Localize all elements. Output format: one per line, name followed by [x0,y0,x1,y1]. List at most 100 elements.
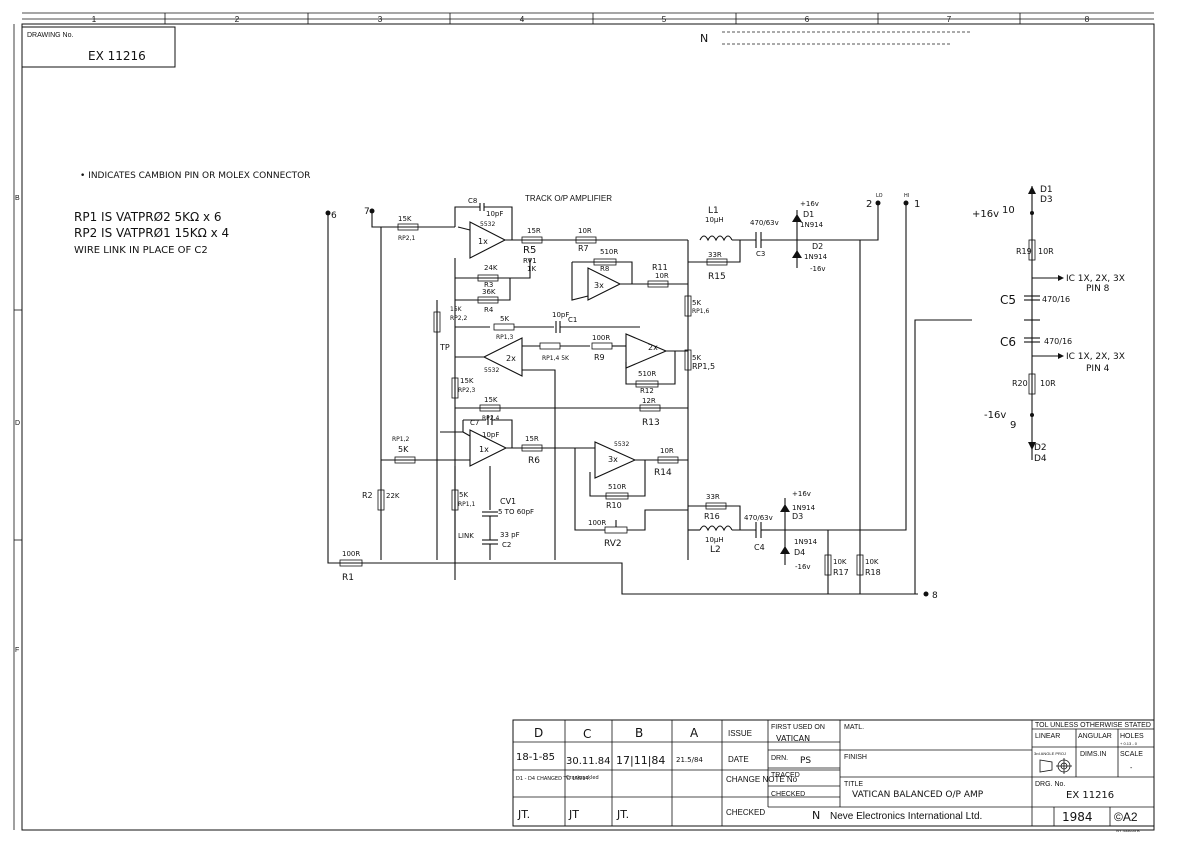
pin-2-label: 2 [866,199,872,210]
diode-d1 [792,214,802,222]
opamp-2x-right [625,333,668,369]
pin-1-label: 1 [914,199,920,210]
resistor-rp2-4 [479,404,501,412]
r15-value: 33R [708,251,722,259]
d3-supply-plus: +16v [792,490,811,498]
resistor-r5 [521,236,543,244]
supply-d1-label: D1 [1040,185,1053,195]
checked-b: JT. [616,808,629,821]
rp1-1-value: 5K [459,491,468,499]
supply-decoupling-circuit: D1 D3 +16v 10 R19 10R IC 1X, 2X, 3X PIN … [972,185,1125,464]
r2-label: R2 [362,491,373,500]
zone-label: 7 [947,15,952,24]
revision-note-scribble: N [700,31,970,45]
supply-pin-8: PIN 8 [1086,284,1110,294]
svg-text:N: N [700,32,708,45]
resistor-rp2-1 [397,223,419,231]
c3-value: 470/63v [750,219,779,227]
c8-value: 10pF [486,210,503,218]
resistor-r9 [591,342,613,350]
resistor-rp1-6 [684,295,692,317]
r20-value: 10R [1040,379,1056,388]
angular-label: ANGULAR [1078,733,1112,740]
resistor-rp1-2 [394,456,416,464]
r11-value: 10R [655,272,669,280]
r3-value: 24K [484,264,498,272]
resistor-r4 [477,296,499,304]
r17-value: 10K [833,558,847,566]
zone-label: D [15,420,20,427]
holes-label: HOLES [1120,733,1144,740]
d3-label: D3 [792,512,803,521]
r4-value: 36K [482,288,496,296]
scale-label: SCALE [1120,751,1143,758]
rp1-5-label: RP1,5 [692,362,715,371]
d1-label: D1 [803,210,814,219]
resistor-r7 [575,236,597,244]
dims-label: DIMS.IN [1080,751,1106,758]
c1-value: 10pF [552,311,569,319]
issue-c: C [583,727,591,741]
opamp-1x-bottom [469,429,508,467]
holes-tolerance: + 0.13 - 0 [1120,741,1138,746]
r5-value: 15R [527,227,541,235]
linear-label: LINEAR [1035,733,1060,740]
r9-label: R9 [594,353,605,362]
c7-label: C7 [470,419,479,427]
resistor-r18 [856,554,864,576]
cv1-label: CV1 [500,497,516,506]
date-a: 21.5/84 [676,756,703,764]
r3-label: R3 [484,281,493,289]
c2-label: C2 [502,541,511,549]
resistor-r16 [705,502,727,510]
rp1-6-label: RP1,6 [692,308,710,315]
resistor-r19 [1028,239,1036,261]
opamp-2x-left-gain: 2x [506,354,516,363]
supply-ic-bottom: IC 1X, 2X, 3X [1066,352,1125,362]
scale-value: - [1130,765,1133,772]
diode-d2 [792,250,802,258]
svg-text:N: N [812,809,820,822]
opamp-3x-bottom [594,441,637,479]
opamp-1x-top-ic: 5532 [480,221,495,228]
c6-label: C6 [1000,335,1016,349]
c5-label: C5 [1000,293,1016,307]
title-label: TITLE [844,781,863,788]
checked-2-label: CHECKED [771,791,805,798]
resistor-rp2-3 [451,377,459,399]
r13-label: R13 [642,418,660,428]
rp2-4-label: RP2,4 [482,415,500,422]
supply-diode-top [1028,186,1036,194]
c8-label: C8 [468,197,477,205]
checked-d: JT. [517,808,530,821]
drg-no-value: EX 11216 [1066,790,1114,801]
d4-value: 1N914 [794,538,818,546]
opamp-2x-left [482,337,523,377]
r12-value: 510R [638,370,656,378]
r1-label: R1 [342,573,354,583]
rp2-1-label: RP2,1 [398,235,416,242]
sheet-border [21,23,1155,831]
opamp-3x-top [587,267,622,301]
resistor-rp1-3 [493,323,515,331]
d4-label: D4 [794,548,805,557]
rv2-label: RV2 [604,539,622,549]
date-d: 18-1-85 [516,752,555,763]
r2-value: 22K [386,492,400,500]
r6-value: 15R [525,435,539,443]
resistor-r13 [639,404,661,412]
rp2-2-label: RP2,2 [450,315,468,322]
potentiometer-rv2 [604,526,628,534]
c7-value: 10pF [482,431,499,439]
r17-label: R17 [833,568,849,577]
zone-label: 3 [378,15,383,24]
rp1-6-value: 5K [692,299,701,307]
drawing-no-label: DRAWING No. [27,32,73,39]
opamp-2x-left-ic: 5532 [484,367,499,374]
resistor-r2 [377,489,385,511]
first-used-label: FIRST USED ON [771,724,825,731]
rp1-3-label: RP1,3 [496,334,514,341]
r18-value: 10K [865,558,879,566]
l2-label: L2 [710,545,721,555]
